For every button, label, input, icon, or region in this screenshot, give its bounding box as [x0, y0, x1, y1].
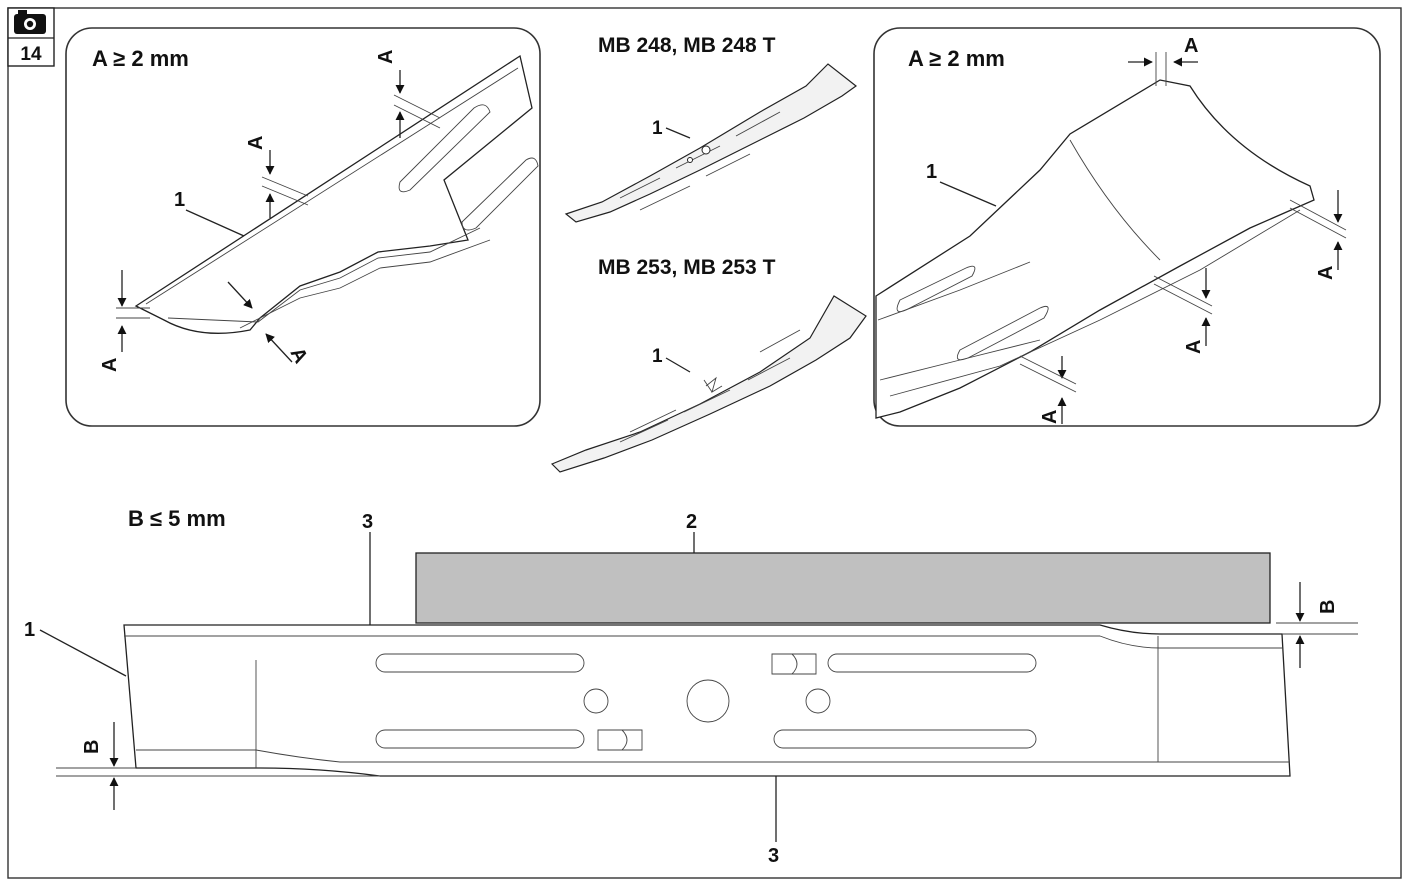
blade-side-view [123, 624, 1291, 777]
straight-edge-ruler [415, 552, 1271, 624]
panel-right-title: A ≥ 2 mm [908, 46, 1005, 71]
bottom-section: B ≤ 5 mm 2 1 3 3 [24, 506, 1358, 867]
svg-text:A: A [375, 50, 397, 64]
panel-left-callout: 1 [174, 189, 185, 211]
svg-text:A: A [1183, 340, 1205, 354]
dim-a-right-2: A [1289, 190, 1347, 280]
model-mb253: MB 253, MB 253 T 1 [550, 256, 867, 473]
figure-number: 14 [20, 44, 42, 65]
dim-b-left: B [56, 722, 380, 810]
panel-left-title: A ≥ 2 mm [92, 46, 189, 71]
dim-a-left-1: A [375, 50, 441, 138]
svg-text:A: A [1315, 266, 1337, 280]
model-mb253-callout: 1 [652, 346, 663, 367]
figure-badge: 14 [7, 7, 55, 67]
svg-text:A: A [1039, 410, 1061, 424]
blade-callout: 1 [24, 619, 35, 641]
dim-a-right-4: A [1019, 355, 1077, 424]
blade-closeup-right [875, 79, 1315, 419]
model-mb248: MB 248, MB 248 T 1 [564, 34, 858, 223]
svg-text:A: A [99, 358, 121, 372]
svg-text:B: B [81, 740, 103, 754]
edge-bottom-callout: 3 [768, 845, 779, 867]
model-mb248-label: MB 248, MB 248 T [598, 34, 776, 57]
svg-text:A: A [245, 136, 267, 150]
page-frame [7, 7, 1402, 879]
dim-b-right: B [1276, 582, 1358, 668]
bottom-title: B ≤ 5 mm [128, 506, 226, 531]
ruler-callout: 2 [686, 511, 697, 533]
panel-right-callout: 1 [926, 161, 937, 183]
svg-text:A: A [1184, 35, 1198, 57]
panel-left: A ≥ 2 mm 1 A A [65, 27, 541, 427]
dim-a-right-3: A [1153, 268, 1213, 354]
dim-a-left-2: A [245, 136, 309, 218]
blade-mb248 [564, 63, 858, 223]
dim-a-right-1: A [1128, 35, 1198, 86]
model-mb253-label: MB 253, MB 253 T [598, 256, 776, 279]
svg-text:B: B [1317, 600, 1339, 614]
camera-icon [14, 10, 46, 34]
blade-mb253 [550, 295, 867, 473]
model-mb248-callout: 1 [652, 118, 663, 139]
edge-top-callout: 3 [362, 511, 373, 533]
dim-a-left-3: A [99, 270, 150, 372]
panel-right: A ≥ 2 mm 1 A A A [873, 27, 1381, 427]
blade-closeup-left [134, 54, 533, 334]
